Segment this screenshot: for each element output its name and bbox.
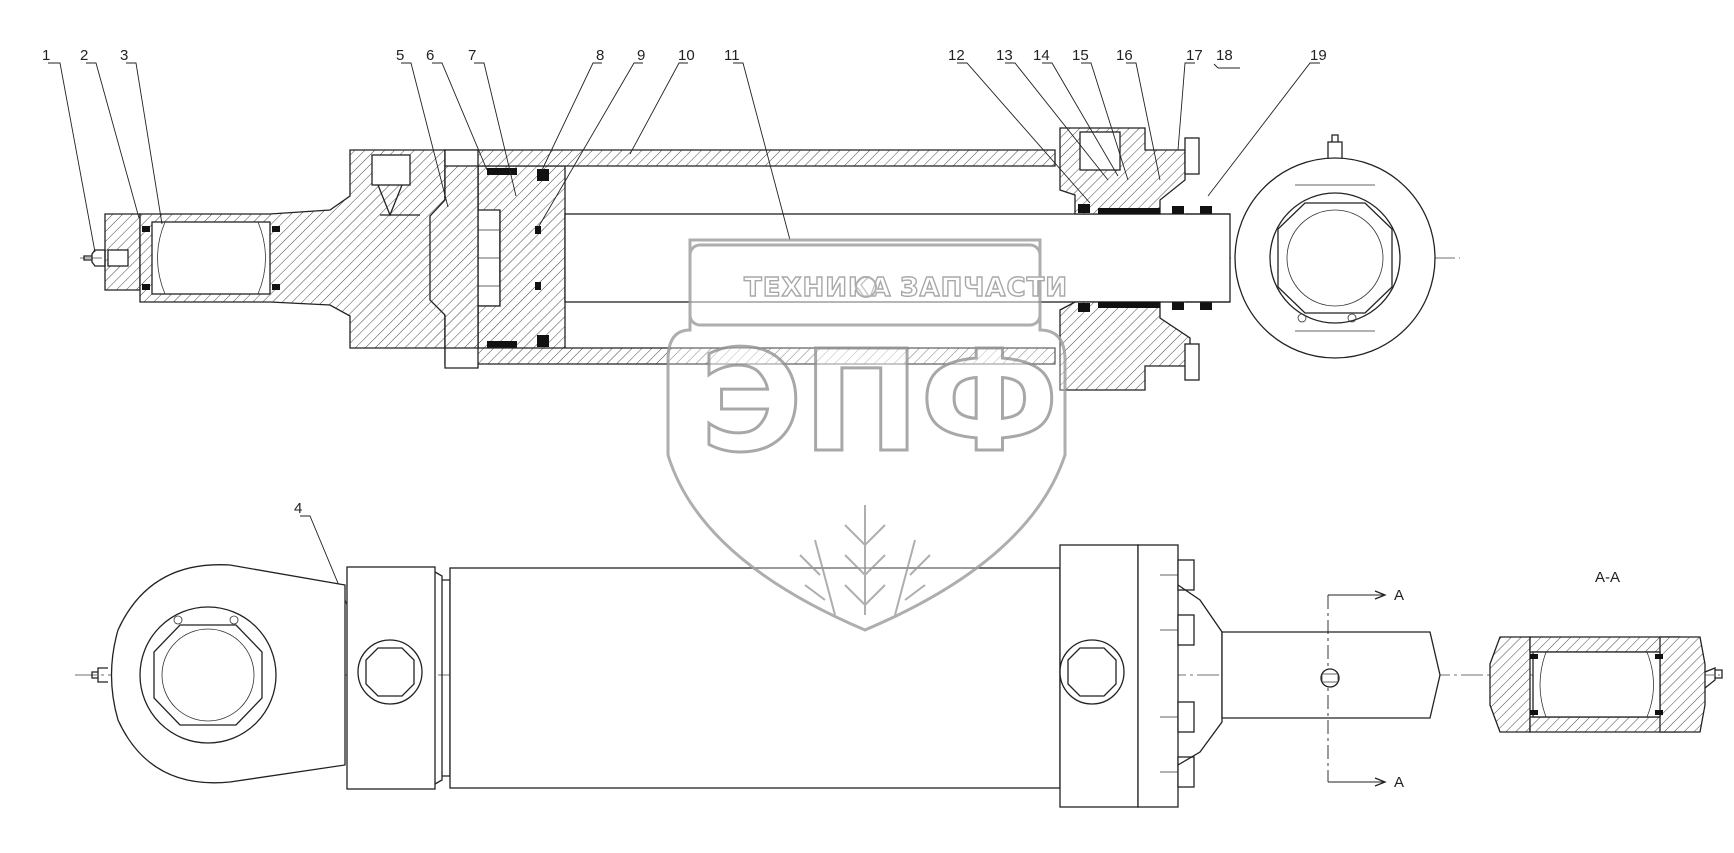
cylinder-tube-upper	[444, 149, 1056, 167]
section-view	[80, 127, 1460, 391]
callout-5: 5	[396, 47, 404, 64]
section-aa-nipple	[1704, 667, 1723, 689]
rod-eye	[1234, 134, 1436, 359]
port-fitting-gland	[1079, 131, 1121, 171]
section-title: A-A	[1595, 569, 1620, 586]
watermark-word-right: ЗАПЧАСТИ	[900, 273, 1068, 303]
bolt-bottom	[1184, 343, 1200, 381]
section-marker-bottom: A	[1394, 774, 1404, 791]
callout-leaders	[48, 62, 1320, 661]
callout-numbers: 1 2 3 4 5 6 7 8 9 10 11 12 13 14 15 16 1…	[42, 47, 1327, 517]
callout-19: 19	[1310, 47, 1327, 64]
callout-14: 14	[1033, 47, 1050, 64]
callout-18: 18	[1216, 47, 1233, 64]
piston-rod	[564, 213, 1231, 303]
callout-11: 11	[724, 47, 740, 64]
callout-9: 9	[637, 47, 645, 64]
spherical-bearing	[151, 221, 271, 295]
callout-15: 15	[1072, 47, 1089, 64]
gear-icon	[855, 276, 877, 298]
callout-17: 17	[1186, 47, 1203, 64]
rod-gland-lower	[1059, 301, 1191, 391]
watermark-logo: ЭПФ	[700, 321, 1059, 484]
port-fitting-top	[371, 154, 411, 186]
watermark-shield	[666, 238, 1067, 632]
cap-ring	[429, 165, 479, 349]
section-aa-bearing	[1532, 651, 1661, 718]
grease-nipple-front	[1320, 668, 1340, 688]
exterior-view: A A A-A	[75, 544, 1723, 808]
section-aa-body	[1489, 636, 1531, 733]
callout-6: 6	[426, 47, 434, 64]
callout-2: 2	[80, 47, 88, 64]
callout-7: 7	[468, 47, 476, 64]
port-rear	[357, 639, 423, 705]
callout-3: 3	[120, 47, 128, 64]
watermark: ТЕХНИКА ЗАПЧАСТИ ЭПФ	[666, 238, 1068, 632]
bolt-top	[1184, 137, 1200, 175]
head-flange	[1137, 544, 1179, 808]
callout-12: 12	[948, 47, 965, 64]
callout-8: 8	[596, 47, 604, 64]
rod-gland-upper	[1059, 127, 1186, 215]
callout-1: 1	[42, 47, 50, 64]
section-marker-top: A	[1394, 587, 1404, 604]
callout-10: 10	[678, 47, 695, 64]
callout-13: 13	[996, 47, 1013, 64]
cylinder-barrel	[449, 567, 1061, 789]
wheat-icon	[799, 505, 931, 616]
port-head	[1059, 639, 1125, 705]
callout-16: 16	[1116, 47, 1133, 64]
callout-4: 4	[294, 500, 302, 517]
